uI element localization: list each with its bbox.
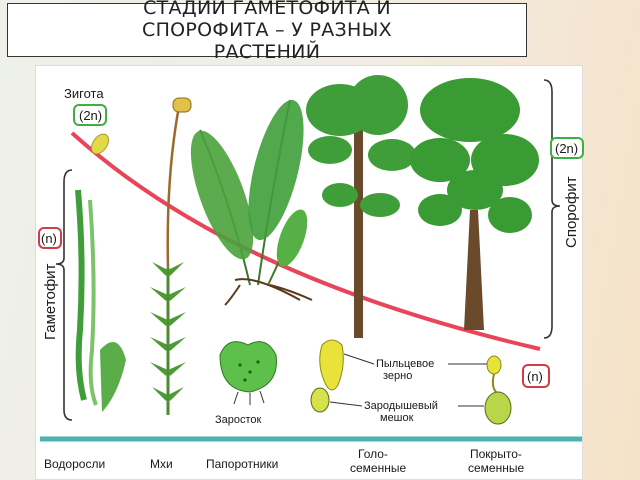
group-ferns: Папоротники xyxy=(206,457,278,471)
page-title: СТАДИИ ГАМЕТОФИТА И СПОРОФИТА – У РАЗНЫХ… xyxy=(142,0,392,63)
zygote-cell xyxy=(90,133,110,155)
sporophyte-label: Спорофит xyxy=(563,176,580,248)
zygote-label: Зигота xyxy=(64,86,104,101)
group-mosses: Мхи xyxy=(150,457,173,471)
sporophyte-ploidy-box xyxy=(550,137,584,159)
sporophyte-ploidy: (2n) xyxy=(555,141,578,156)
pollen-label-line2: зерно xyxy=(383,370,412,382)
moss-illustration xyxy=(150,97,192,415)
gametophyte-ploidy-right: (n) xyxy=(527,369,543,384)
gametophyte-label: Гаметофит xyxy=(42,263,59,340)
deciduous-tree-illustration xyxy=(410,78,539,330)
sporophyte-brace xyxy=(543,79,561,339)
zygote-ploidy: (2n) xyxy=(79,108,102,123)
gametophyte-ploidy: (n) xyxy=(41,231,57,246)
pine-illustration xyxy=(306,75,416,338)
group-angio-line1: Покрыто- xyxy=(470,447,522,461)
zygote-ploidy-box xyxy=(73,104,107,126)
algae-illustration xyxy=(75,189,126,412)
group-gymno-line1: Голо- xyxy=(358,447,388,461)
prothallus-illustration xyxy=(219,341,277,405)
embryo-sac-label-line1: Зародышевый xyxy=(364,400,438,412)
fern-illustration xyxy=(190,99,313,306)
gametophyte-brace xyxy=(55,169,73,421)
group-gymno-line2: семенные xyxy=(350,461,406,475)
pollen-arrow-left xyxy=(343,353,375,365)
pollen-label-line1: Пыльцевое xyxy=(376,358,434,370)
group-angio-line2: семенные xyxy=(468,461,524,475)
gymno-gametophyte-illustration xyxy=(310,339,344,413)
group-algae: Водоросли xyxy=(44,457,105,471)
title-box: СТАДИИ ГАМЕТОФИТА И СПОРОФИТА – У РАЗНЫХ… xyxy=(7,0,527,63)
angio-gametophyte-illustration xyxy=(484,355,512,425)
embryo-sac-arrow-left xyxy=(329,401,363,407)
embryo-sac-label-line2: мешок xyxy=(380,412,414,424)
prothallus-label: Заросток xyxy=(215,414,262,426)
gametophyte-ploidy-box-right xyxy=(522,364,550,388)
gametophyte-ploidy-box xyxy=(38,227,62,249)
dominance-curve xyxy=(70,131,541,351)
